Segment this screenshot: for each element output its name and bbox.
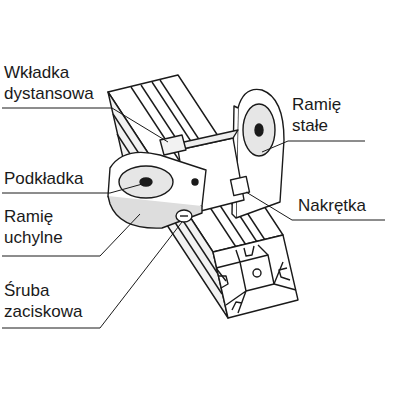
washer	[119, 166, 173, 198]
hinge-pin	[192, 179, 198, 185]
clamp-body-top	[178, 130, 238, 150]
washer-center	[140, 178, 152, 186]
spacer-insert	[160, 135, 186, 155]
part-label: Ramię stałe	[292, 94, 364, 137]
part-label: Nakrętka	[298, 195, 398, 216]
profile-web	[216, 245, 296, 313]
leader-line	[262, 141, 365, 152]
profile-core	[240, 255, 274, 291]
profile-t-slot	[218, 246, 290, 310]
part-label: Śruba zaciskowa	[4, 280, 102, 323]
leader-line	[2, 108, 168, 142]
screw-slot	[180, 215, 188, 216]
pad-center	[255, 124, 263, 136]
profile-end-face	[213, 235, 298, 318]
leader-lines	[2, 108, 385, 328]
part-label: Podkładka	[4, 168, 114, 189]
part-label: Ramię uchylne	[4, 206, 88, 249]
clamping-screw-head	[176, 210, 192, 222]
swivel-arm-edge	[108, 196, 202, 228]
part-label: Wkładka dystansowa	[4, 62, 108, 105]
profile-bore	[253, 269, 261, 277]
clamp	[108, 89, 284, 228]
